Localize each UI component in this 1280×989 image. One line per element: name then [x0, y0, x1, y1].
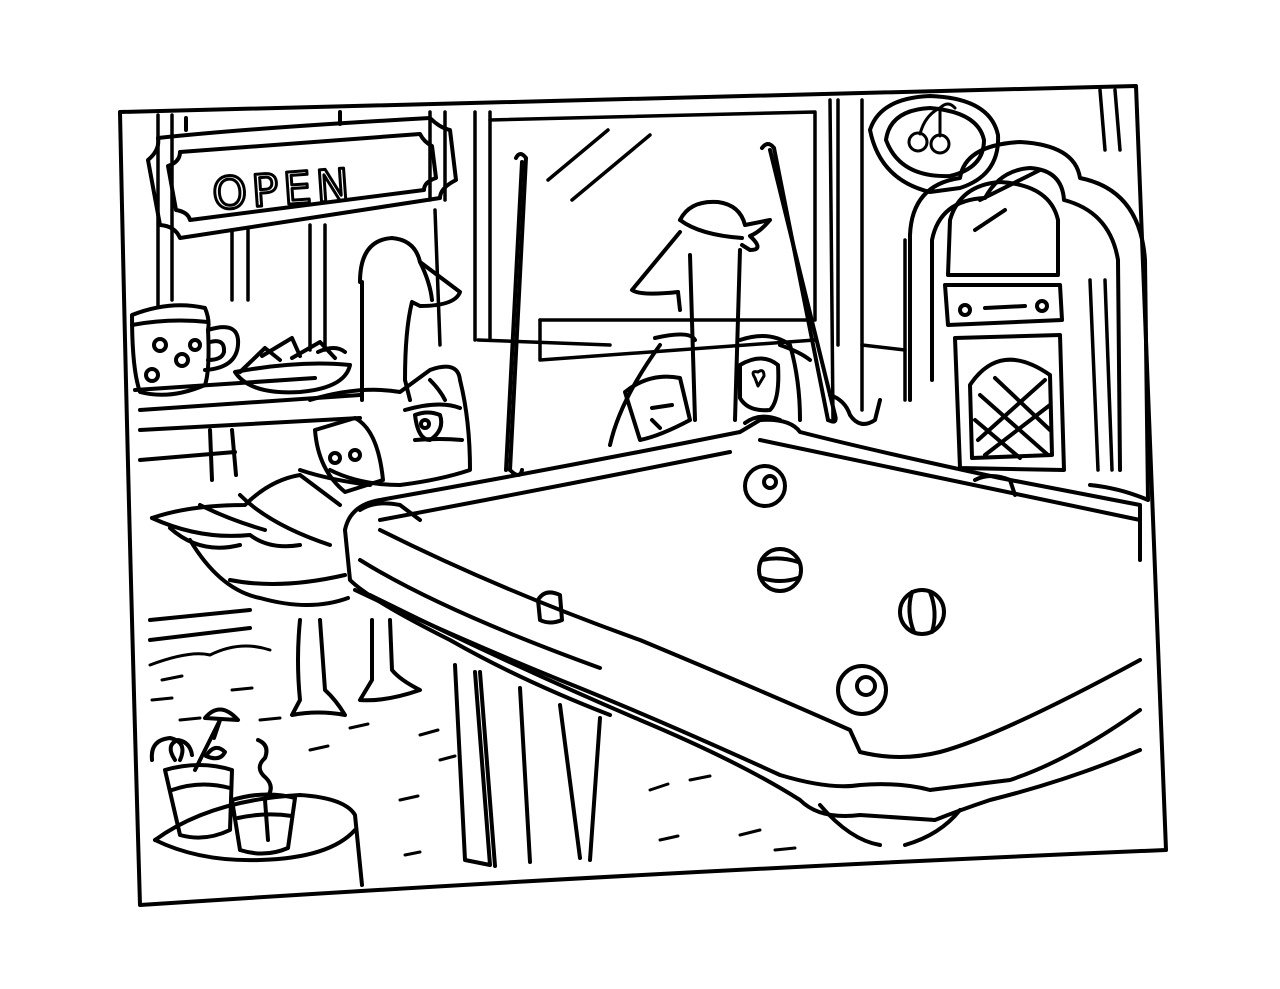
pool-ball-4: [836, 664, 888, 716]
table-legs: [453, 663, 602, 868]
cherry-clock: [868, 94, 1001, 194]
sign-text: OPEN: [211, 160, 356, 221]
pool-ball-1: [743, 464, 787, 508]
drinks-table: [153, 793, 364, 887]
goose-front-left: [150, 468, 422, 717]
goose-right: [608, 199, 882, 447]
pool-ball-2: [757, 547, 803, 593]
pool-cue-left: [504, 152, 528, 477]
picture-frame: [118, 84, 1168, 907]
cherry-icon: [907, 102, 957, 155]
floor-marks: [148, 644, 797, 857]
pool-cue-right: [760, 142, 838, 424]
umbrella-icon: [203, 707, 240, 740]
wall-planks-left: [156, 110, 447, 352]
open-sign: OPEN: [146, 110, 458, 240]
lemon-icon: [149, 736, 185, 762]
drink-glass-right: [230, 738, 297, 856]
snack-bowl: [233, 336, 352, 395]
pool-table: [343, 414, 1142, 847]
heart-icon: [751, 369, 766, 388]
wall-planks-right: [836, 88, 1122, 472]
jukebox: [908, 140, 1150, 502]
goose-left: [308, 236, 472, 494]
window: [473, 98, 835, 422]
pool-ball-3: [898, 588, 946, 636]
side-counter: [133, 376, 362, 642]
mug: [130, 303, 241, 397]
